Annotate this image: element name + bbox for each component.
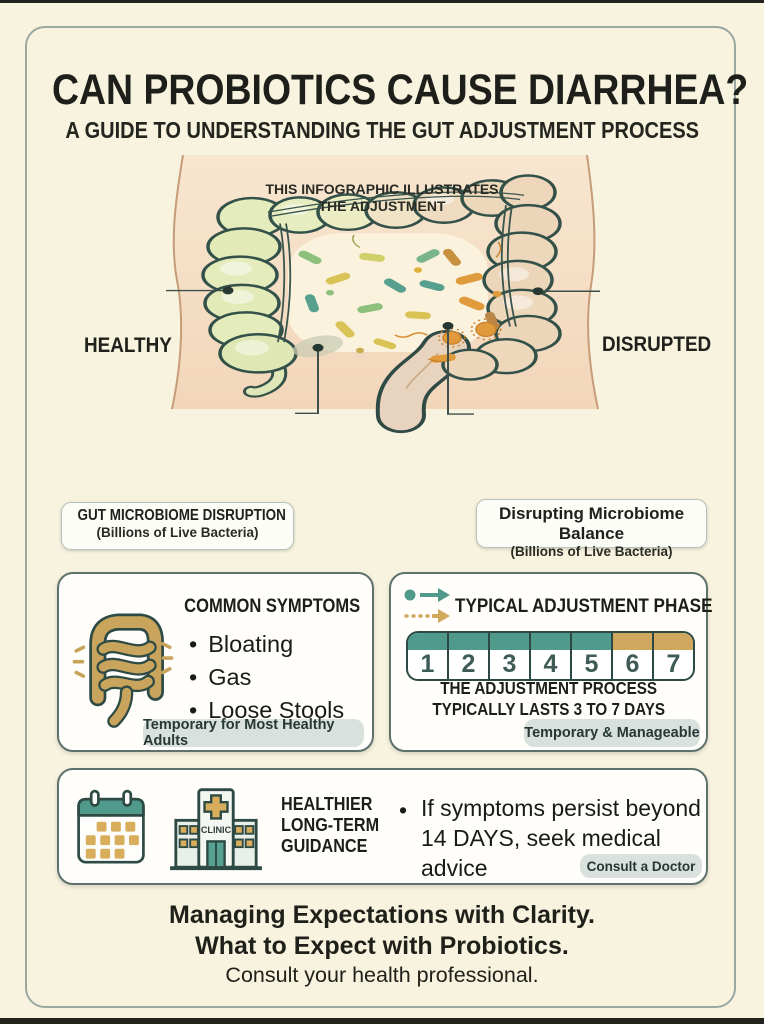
- adjustment-arrows-icon: [404, 588, 450, 623]
- disrupted-label: DISRUPTED: [602, 333, 712, 356]
- symptom-item: Loose Stools: [189, 694, 344, 727]
- symptom-item: Bloating: [189, 628, 344, 661]
- clinic-sign-label: CLINIC: [201, 825, 232, 835]
- appendix: [243, 357, 288, 398]
- symptoms-list: Bloating Gas Loose Stools: [189, 628, 344, 727]
- illustration-caption: THIS INFOGRAPHIC ILLUSTRATES THE ADJUSTM…: [232, 181, 532, 214]
- gut-illustration: [166, 155, 600, 434]
- guidance-badge: Consult a Doctor: [580, 854, 702, 878]
- day-cell: 1: [408, 633, 449, 679]
- callout-gut-microbiome-disruption: GUT MICROBIOME DISRUPTION (Billions of L…: [61, 502, 294, 550]
- disrupted-colon: [364, 174, 562, 381]
- top-edge-strip: [0, 0, 764, 3]
- footer-line3: Consult your health professional.: [225, 963, 539, 987]
- common-symptoms-card: COMMON SYMPTOMS Bloating Gas Loose Stool…: [57, 572, 374, 752]
- guidance-card: CLINIC HEALTHIER LONG-TERM GUIDANCE • If…: [57, 768, 708, 885]
- day-cell: 6: [613, 633, 654, 679]
- symptom-item: Gas: [189, 661, 344, 694]
- adjustment-phase-card: TYPICAL ADJUSTMENT PHASE 1 2 3 4 5 6 7 T…: [389, 572, 712, 752]
- connector-dots: [222, 286, 544, 352]
- advice-line1: If symptoms persist beyond: [421, 795, 701, 821]
- callout-right-title: Disrupting Microbiome Balance: [498, 504, 685, 543]
- clinic-building-icon: CLINIC: [170, 788, 262, 871]
- tenia-lines: [267, 191, 525, 343]
- guidance-title: HEALTHIER LONG-TERM GUIDANCE: [281, 794, 380, 857]
- day-cell: 3: [490, 633, 531, 679]
- day-cell: 4: [531, 633, 572, 679]
- day-cell: 2: [449, 633, 490, 679]
- callout-left-title: GUT MICROBIOME DISRUPTION: [77, 507, 286, 524]
- callout-disrupting-microbiome-balance: Disrupting Microbiome Balance (Billions …: [476, 499, 707, 559]
- page-title: CAN PROBIOTICS CAUSE DIARRHEA?: [52, 66, 749, 114]
- day-cell: 5: [572, 633, 613, 679]
- adjustment-note: THE ADJUSTMENT PROCESS TYPICALLY LASTS 3…: [432, 678, 665, 720]
- symptoms-title: COMMON SYMPTOMS: [184, 596, 361, 617]
- page-subtitle: A GUIDE TO UNDERSTANDING THE GUT ADJUSTM…: [65, 117, 699, 143]
- footer-line2: What to Expect with Probiotics.: [195, 932, 569, 960]
- symptoms-badge: Temporary for Most Healthy Adults: [143, 717, 364, 749]
- connector-lines: [166, 289, 600, 415]
- bottom-edge-strip: [0, 1018, 764, 1024]
- callout-right-subtitle: (Billions of Live Bacteria): [510, 544, 673, 559]
- caption-line1: THIS INFOGRAPHIC ILLUSTRATES: [265, 181, 499, 197]
- day-cell: 7: [654, 633, 693, 679]
- intestine-icon: [72, 613, 174, 728]
- guidance-advice: • If symptoms persist beyond 14 DAYS, se…: [399, 794, 709, 884]
- adjustment-title: TYPICAL ADJUSTMENT PHASE: [455, 596, 713, 617]
- callout-left-subtitle: (Billions of Live Bacteria): [96, 525, 259, 540]
- adjustment-day-scale: 1 2 3 4 5 6 7: [406, 631, 695, 681]
- adjustment-badge: Temporary & Manageable: [524, 719, 700, 747]
- caption-line2: THE ADJUSTMENT: [318, 197, 446, 214]
- healthy-label: HEALTHY: [84, 334, 172, 357]
- advice-line2: 14 DAYS, seek medical advice: [421, 824, 661, 881]
- bacteria-cluster: [298, 234, 502, 363]
- footer-line1: Managing Expectations with Clarity.: [169, 901, 595, 929]
- bullet-dot: •: [399, 797, 408, 823]
- calendar-icon: [77, 789, 145, 864]
- healthy-colon: [201, 193, 380, 374]
